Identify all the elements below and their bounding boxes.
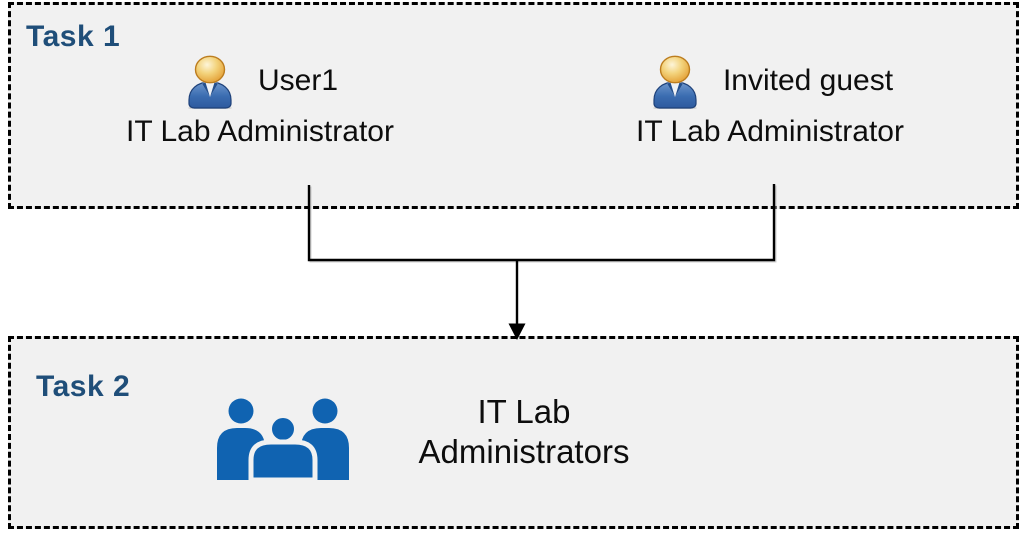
task1-box (8, 2, 1019, 209)
person-icon (652, 55, 697, 109)
task2-label: Task 2 (36, 370, 131, 403)
people-group-icon (217, 398, 349, 483)
person-icon (187, 55, 232, 109)
persona-role: IT Lab Administrator (126, 115, 394, 148)
persona-invited-guest: Invited guest IT Lab Administrator (590, 52, 950, 149)
group-name: IT Lab Administrators (418, 393, 630, 470)
persona-user1: User1 IT Lab Administrator (80, 52, 440, 149)
persona-name: Invited guest (722, 64, 894, 97)
task2-box (8, 336, 1019, 529)
task1-label: Task 1 (26, 20, 121, 53)
persona-role: IT Lab Administrator (636, 115, 904, 148)
persona-name: User1 (257, 64, 339, 97)
